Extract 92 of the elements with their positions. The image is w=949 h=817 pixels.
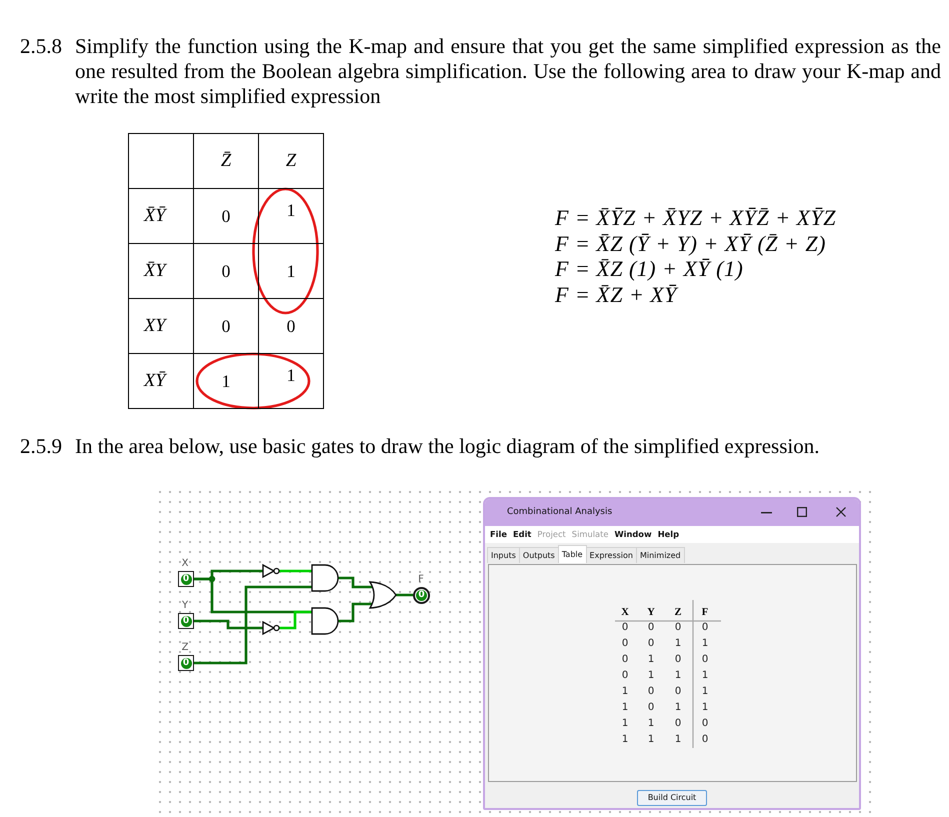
- truth-value: 0: [648, 621, 654, 634]
- pin-value: 0: [416, 590, 427, 601]
- not-gate: [262, 564, 280, 578]
- wire: [279, 570, 312, 572]
- equation: F = X̄Z (1) + XȲ (1): [555, 257, 744, 281]
- truth-value: 0: [622, 653, 628, 666]
- question-text: In the area below, use basic gates to draw the logic diagram of the simplified expression.: [75, 434, 820, 459]
- kmap-cell: 0: [194, 188, 258, 244]
- question-text: Simplify the function using the K-map and ensure that you get the same simplified expression as the one resulted from the Boolean algebra simplification. Use the following area to draw your K-map and write the most simplified expression: [75, 34, 941, 109]
- menu-item: Window: [614, 529, 652, 540]
- question-number: 2.5.8: [20, 34, 62, 59]
- menu-item: File: [490, 529, 507, 540]
- kmap-cell: Z: [258, 134, 324, 188]
- or-gate: [369, 581, 397, 609]
- kmap-cell: Z̄: [194, 134, 258, 188]
- kmap-cell: 1: [194, 354, 258, 408]
- pin-value: 0: [180, 574, 192, 584]
- tab: Expression: [586, 547, 637, 563]
- and-gate: [311, 607, 339, 635]
- truth-value: 0: [674, 653, 682, 666]
- truth-value: 1: [622, 733, 628, 746]
- pin-label: X: [182, 558, 188, 569]
- and-gate: [311, 564, 339, 592]
- tab: Inputs: [487, 547, 520, 563]
- column-header: X: [621, 606, 629, 619]
- truth-value: 0: [702, 621, 708, 634]
- pin-label: Y: [182, 600, 188, 611]
- truth-value: 0: [674, 621, 682, 634]
- truth-value: 1: [674, 637, 682, 650]
- selected-tab: Table: [558, 545, 587, 563]
- output-pin: [413, 587, 430, 604]
- truth-value: 0: [648, 701, 654, 714]
- wire: [396, 594, 413, 596]
- equation: F = X̄ȲZ + X̄YZ + XȲZ̄ + XȲZ: [555, 206, 836, 230]
- pin-label: F: [418, 574, 424, 585]
- pin-value: 0: [180, 658, 192, 668]
- truth-value: 0: [674, 717, 682, 730]
- wire: [194, 586, 312, 664]
- not-gate: [262, 620, 280, 636]
- kmap-cell: XȲ: [128, 354, 194, 408]
- truth-value: 0: [648, 685, 654, 698]
- tab: Minimized: [636, 547, 685, 563]
- truth-value: 1: [622, 701, 628, 714]
- truth-value: 1: [648, 733, 654, 746]
- wire: [338, 602, 373, 622]
- truth-value: 0: [622, 669, 628, 682]
- pin-value: 0: [180, 616, 192, 626]
- truth-value: 0: [702, 733, 708, 746]
- question-number: 2.5.9: [20, 434, 62, 459]
- kmap-cell: 1: [258, 354, 324, 408]
- build-circuit-button: Build Circuit: [637, 790, 707, 806]
- truth-value: 1: [702, 701, 708, 714]
- truth-value: 0: [622, 637, 628, 650]
- menu-item: Simulate: [572, 529, 608, 540]
- kmap-cell: X̄Y: [128, 244, 194, 298]
- menu-item: Project: [537, 529, 566, 540]
- kmap-cell: XY: [128, 298, 194, 354]
- truth-value: 0: [702, 717, 708, 730]
- truth-value: 1: [674, 701, 682, 714]
- equation: F = X̄Z + XȲ: [555, 282, 677, 306]
- kmap-cell: 1: [258, 188, 324, 244]
- truth-value: 0: [622, 621, 628, 634]
- wire: [194, 620, 263, 630]
- kmap-cell: X̄Ȳ: [128, 188, 194, 244]
- truth-value: 0: [648, 637, 654, 650]
- truth-value: 0: [702, 653, 708, 666]
- truth-value: 1: [702, 637, 708, 650]
- tab: Outputs: [518, 547, 559, 563]
- pin-label: Z: [182, 642, 188, 653]
- kmap-cell: 0: [194, 298, 258, 354]
- truth-value: 1: [648, 717, 654, 730]
- menu-item: Edit: [512, 529, 532, 540]
- column-header: F: [702, 606, 708, 619]
- window-title: Combinational Analysis: [507, 506, 612, 519]
- truth-value: 1: [702, 685, 708, 698]
- kmap-cell: 0: [194, 244, 258, 298]
- truth-value: 0: [674, 685, 682, 698]
- menu-item: Help: [658, 529, 680, 540]
- wire: [338, 576, 373, 588]
- column-header: Y: [647, 606, 655, 619]
- truth-value: 1: [648, 653, 654, 666]
- column-header: Z: [674, 606, 682, 619]
- truth-value: 1: [648, 669, 654, 682]
- truth-value: 1: [622, 717, 628, 730]
- kmap-cell: 1: [258, 244, 324, 298]
- kmap-cell: 0: [258, 298, 324, 354]
- truth-value: 1: [674, 733, 682, 746]
- truth-value: 1: [622, 685, 628, 698]
- equation: F = X̄Z (Ȳ + Y) + XȲ (Z̄ + Z): [555, 232, 826, 256]
- wire: [279, 610, 312, 630]
- truth-value: 1: [702, 669, 708, 682]
- truth-value: 1: [674, 669, 682, 682]
